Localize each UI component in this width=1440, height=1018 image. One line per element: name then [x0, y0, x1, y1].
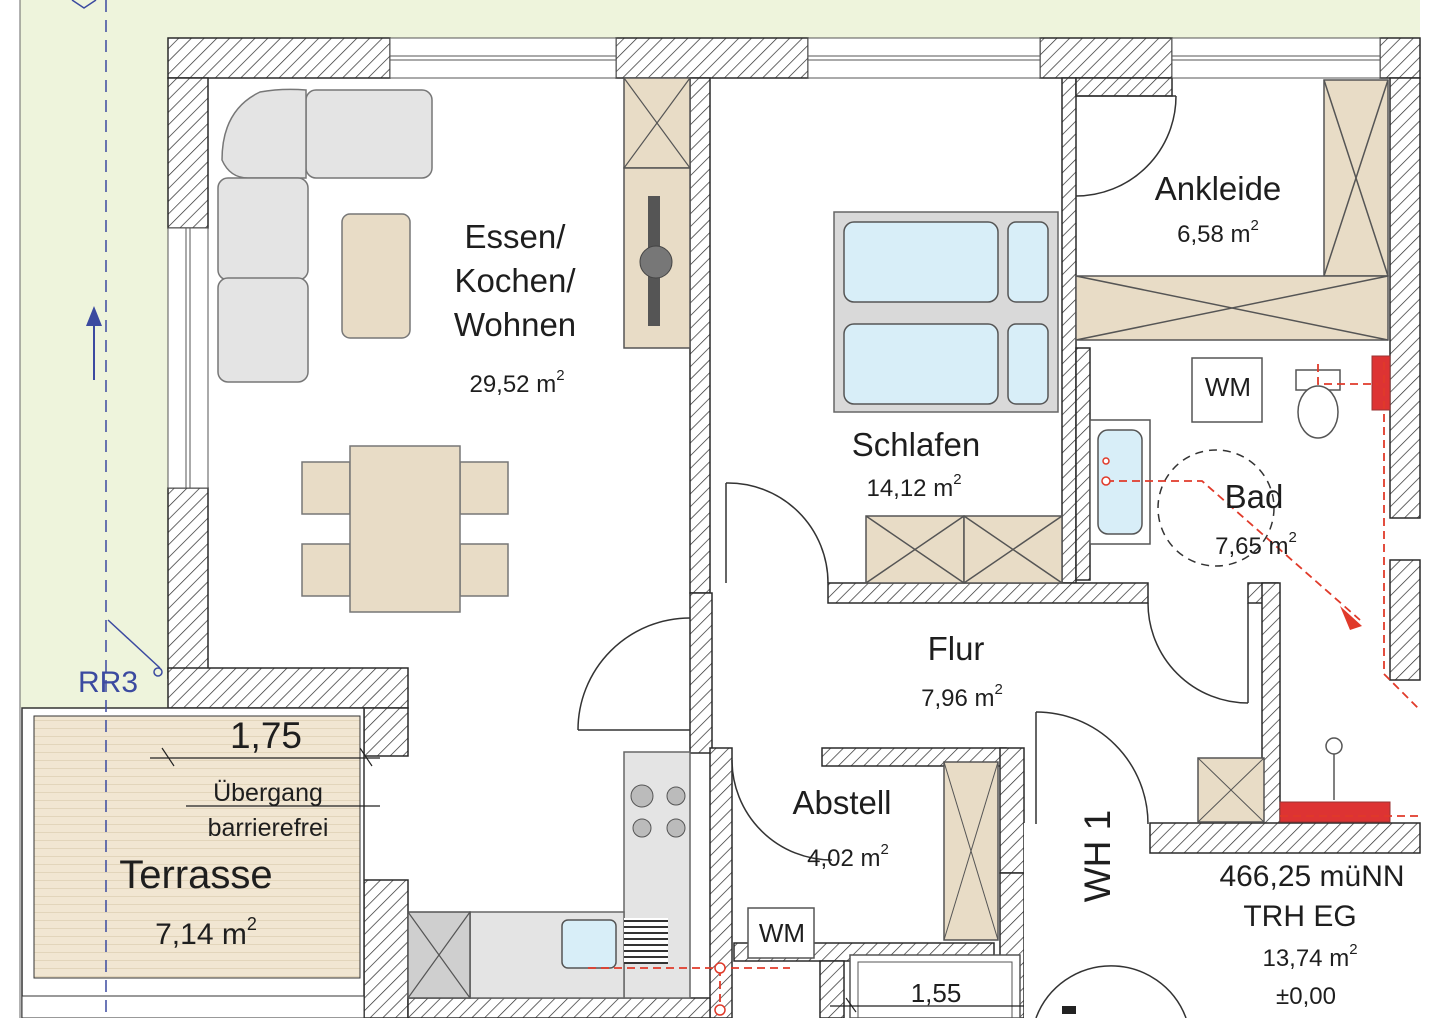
dimension-label: 1,75: [230, 715, 302, 756]
bed: [833, 211, 1059, 413]
ankleide-wardrobe: [1075, 79, 1389, 341]
coffee-table: [341, 213, 411, 339]
unit-label: WH 1: [1077, 810, 1118, 903]
room-name: TRH EG: [1243, 900, 1356, 933]
room-area: 4,02 m2: [807, 841, 889, 872]
transition-label: Übergang: [213, 779, 323, 807]
tv-cabinet: [623, 77, 691, 349]
abstell-cabinet: [747, 761, 999, 959]
washer-label: WM: [1205, 372, 1251, 402]
washer-label: WM: [759, 918, 805, 948]
room-area: 7,96 m2: [921, 681, 1003, 712]
room-name: Ankleide: [1155, 170, 1282, 207]
room-area: 13,74 m2: [1262, 941, 1357, 972]
dimension-bottom: [830, 997, 1024, 1013]
level-label: ±0,00: [1276, 983, 1336, 1010]
room-name: Abstell: [792, 784, 891, 821]
elevation-label: 466,25 müNN: [1219, 860, 1404, 893]
pipe-nodes: [714, 457, 1111, 1016]
axis-lines: [71, 0, 161, 1018]
shaft: [849, 954, 1021, 1018]
kitchen: [407, 751, 691, 999]
terrace: [21, 707, 365, 1018]
room-name: Terrasse: [119, 853, 272, 897]
room-area: 7,65 m2: [1215, 529, 1297, 560]
marker: [1062, 1006, 1076, 1014]
axis-label: RR3: [78, 666, 138, 699]
wardrobe-sleeping: [865, 515, 1063, 584]
room-name: Bad: [1225, 478, 1284, 515]
windows: [167, 37, 1381, 489]
room-name: Flur: [928, 630, 985, 667]
transition-label: barrierefrei: [208, 814, 329, 842]
room-area: 14,12 m2: [866, 471, 961, 502]
dimension-terrace: [150, 747, 380, 807]
room-name: Kochen/: [454, 262, 576, 299]
walls: [167, 37, 1421, 1018]
up-arrow-icon: [86, 306, 102, 380]
dining-set: [301, 445, 509, 613]
room-area: 7,14 m2: [155, 914, 257, 951]
sofa: [217, 88, 433, 383]
room-area: 29,52 m2: [469, 367, 564, 398]
dimension-label: 1,55: [911, 978, 962, 1008]
label-essen: Essen/ Kochen/ Wohnen: [454, 218, 577, 343]
room-area: 6,58 m2: [1177, 217, 1259, 248]
page-margin: [0, 0, 20, 1018]
room-name: Essen/: [465, 218, 567, 255]
garden-area-west: [0, 38, 168, 708]
axis-marker: [153, 667, 163, 677]
room-name: Wohnen: [454, 306, 576, 343]
garden-area: [0, 0, 1420, 38]
room-name: Schlafen: [852, 426, 980, 463]
bathroom-fixtures: [1089, 355, 1391, 823]
doors: [577, 95, 1249, 1018]
flow-arrow-icon: [1340, 606, 1362, 630]
